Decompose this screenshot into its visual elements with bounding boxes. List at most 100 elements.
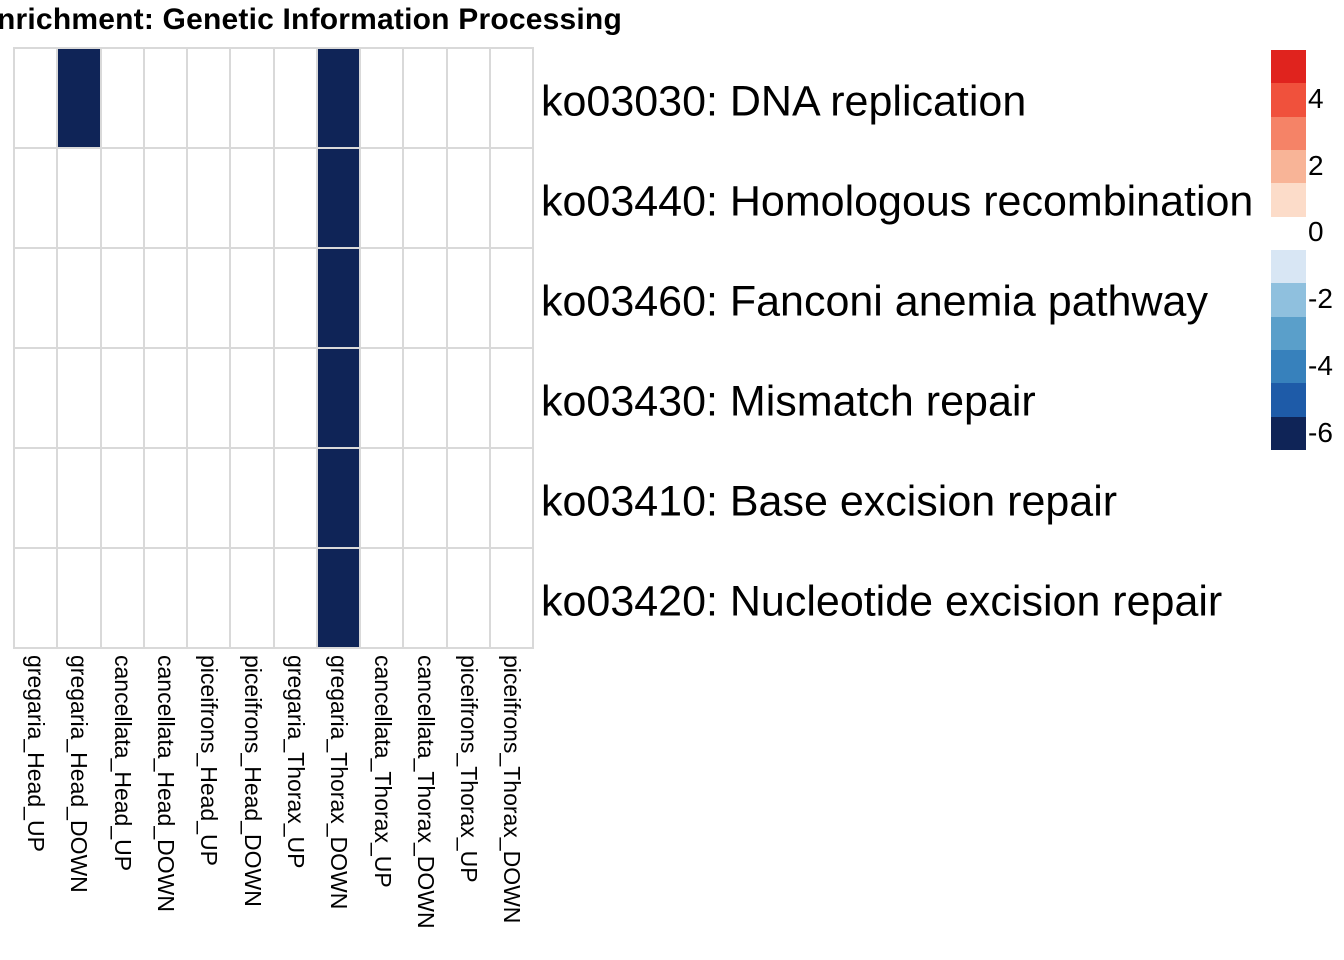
column-label: gregaria_Head_UP: [23, 655, 50, 852]
heatmap-cell: [188, 149, 230, 247]
heatmap-cell: [58, 49, 100, 147]
heatmap-cell: [317, 49, 359, 147]
heatmap-cell: [490, 149, 532, 247]
heatmap-cell: [490, 449, 532, 547]
heatmap-cell: [361, 349, 403, 447]
row-label: ko03430: Mismatch repair: [541, 377, 1036, 426]
heatmap-cell: [231, 249, 273, 347]
heatmap-cell: [231, 449, 273, 547]
heatmap-cell: [317, 149, 359, 247]
heatmap-cell: [58, 249, 100, 347]
column-label: gregaria_Head_DOWN: [66, 655, 93, 893]
heatmap-cell: [144, 149, 186, 247]
column-label: piceifrons_Head_UP: [196, 655, 223, 866]
column-label: cancellata_Thorax_DOWN: [412, 655, 439, 929]
heatmap-cell: [15, 549, 57, 647]
heatmap-cell: [447, 49, 489, 147]
heatmap-cell: [101, 349, 143, 447]
heatmap-cell: [231, 549, 273, 647]
legend-color-block: [1271, 150, 1306, 184]
heatmap-cell: [188, 249, 230, 347]
heatmap-cell: [188, 349, 230, 447]
heatmap-cell: [274, 149, 316, 247]
heatmap-cell: [144, 549, 186, 647]
heatmap-cell: [188, 549, 230, 647]
heatmap-cell: [404, 349, 446, 447]
heatmap-cell: [144, 349, 186, 447]
heatmap-cell: [361, 549, 403, 647]
legend-color-block: [1271, 183, 1306, 217]
heatmap-cell: [274, 449, 316, 547]
legend-color-block: [1271, 50, 1306, 84]
legend-color-block: [1271, 250, 1306, 284]
heatmap-cell: [404, 549, 446, 647]
heatmap-cell: [231, 149, 273, 247]
heatmap-cell: [361, 449, 403, 547]
legend-color-block: [1271, 116, 1306, 151]
heatmap-cell: [274, 349, 316, 447]
heatmap-cell: [274, 49, 316, 147]
row-label: ko03030: DNA replication: [541, 77, 1027, 126]
heatmap-cell: [58, 549, 100, 647]
heatmap-cell: [101, 449, 143, 547]
column-label: piceifrons_Thorax_DOWN: [499, 655, 526, 924]
heatmap-cell: [447, 349, 489, 447]
heatmap-cell: [361, 49, 403, 147]
heatmap-cell: [188, 49, 230, 147]
legend-tick-label: 2: [1308, 149, 1324, 181]
heatmap-cell: [144, 49, 186, 147]
heatmap-cell: [58, 349, 100, 447]
heatmap-cell: [144, 449, 186, 547]
heatmap-cell: [101, 49, 143, 147]
heatmap-cell: [58, 449, 100, 547]
row-label: ko03460: Fanconi anemia pathway: [541, 277, 1208, 326]
heatmap-cell: [447, 549, 489, 647]
heatmap-cell: [447, 249, 489, 347]
heatmap-cell: [490, 349, 532, 447]
heatmap-cell: [317, 249, 359, 347]
legend-tick-label: -2: [1308, 283, 1333, 315]
heatmap-cell: [144, 249, 186, 347]
heatmap-cell: [404, 149, 446, 247]
legend-tick-label: 4: [1308, 82, 1324, 114]
heatmap-cell: [490, 49, 532, 147]
heatmap-cell: [447, 449, 489, 547]
heatmap-cell: [188, 449, 230, 547]
column-label: cancellata_Head_DOWN: [153, 655, 179, 912]
legend-color-block: [1271, 216, 1306, 251]
legend-color-blocks: [1271, 50, 1306, 451]
heatmap-cell: [490, 249, 532, 347]
column-label: piceifrons_Head_DOWN: [239, 655, 266, 907]
row-label: ko03420: Nucleotide excision repair: [541, 577, 1223, 626]
column-label: cancellata_Thorax_UP: [369, 655, 396, 888]
heatmap-cell: [101, 549, 143, 647]
legend-color-block: [1271, 350, 1306, 384]
plot-title: nrichment: Genetic Information Processin…: [0, 3, 622, 36]
heatmap-cell: [15, 349, 57, 447]
column-label: gregaria_Thorax_UP: [282, 655, 309, 869]
heatmap-cell: [101, 149, 143, 247]
heatmap-cell: [101, 249, 143, 347]
heatmap-cell: [15, 49, 57, 147]
heatmap-cell: [15, 149, 57, 247]
column-label: gregaria_Thorax_DOWN: [326, 655, 353, 910]
heatmap-cell: [317, 349, 359, 447]
legend-color-block: [1271, 383, 1306, 417]
row-label: ko03440: Homologous recombination: [541, 177, 1254, 226]
heatmap-cell: [361, 149, 403, 247]
legend-tick-label: -4: [1308, 349, 1333, 381]
heatmap-cell: [490, 549, 532, 647]
heatmap-cell: [15, 249, 57, 347]
heatmap-panel: [13, 47, 534, 649]
heatmap-cell: [231, 349, 273, 447]
heatmap-cell: [274, 549, 316, 647]
row-label: ko03410: Base excision repair: [541, 477, 1118, 526]
heatmap-cell: [317, 549, 359, 647]
heatmap-cell: [361, 249, 403, 347]
heatmap-cell: [274, 249, 316, 347]
column-label: cancellata_Head_UP: [109, 655, 136, 872]
legend-tick-label: 0: [1308, 216, 1324, 248]
column-label: piceifrons_Thorax_UP: [456, 655, 483, 883]
legend-tick-label: -6: [1308, 416, 1333, 448]
